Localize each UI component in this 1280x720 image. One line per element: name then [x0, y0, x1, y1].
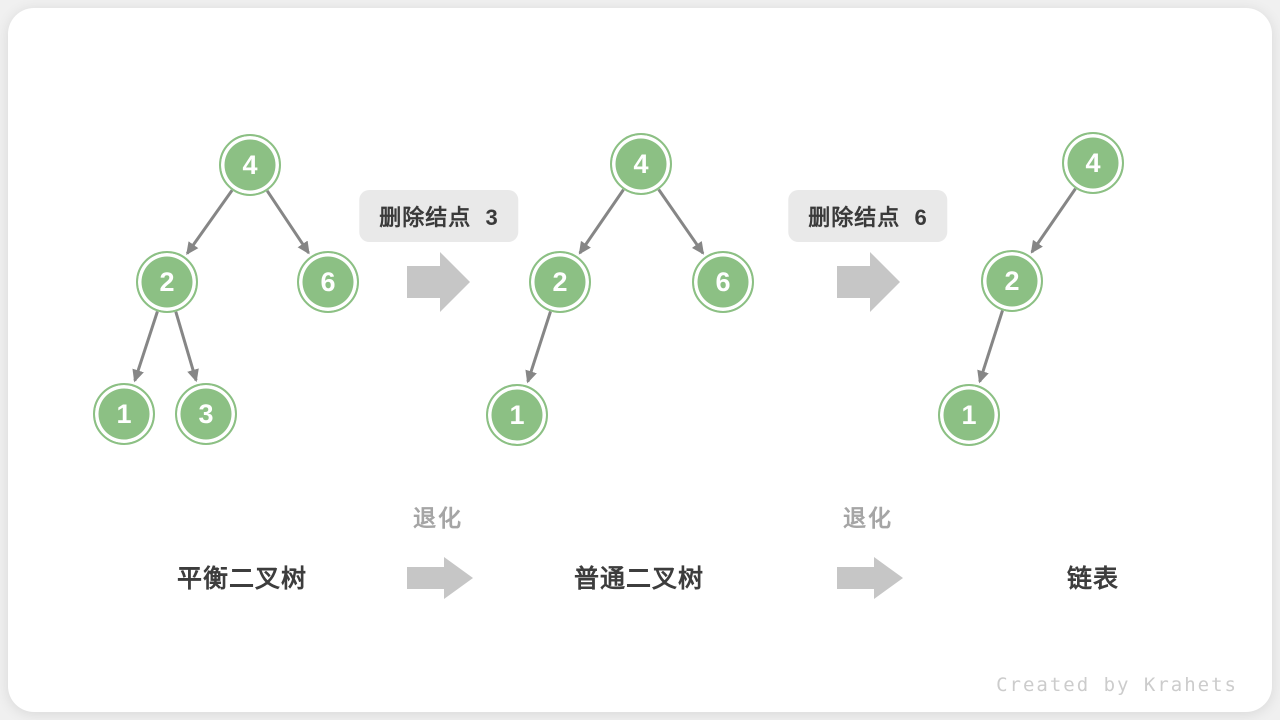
tree3-name-label: 链表 [1066, 565, 1120, 593]
tree3-node: 1 [938, 384, 1000, 446]
right-arrow-icon [837, 252, 900, 312]
tree1-name-label: 平衡二叉树 [176, 565, 308, 593]
right-arrow-icon [407, 252, 470, 312]
node-value: 2 [1004, 265, 1020, 296]
tree1-node: 2 [136, 251, 198, 313]
degrade-label: 退化 [413, 505, 463, 531]
tree3-node: 4 [1062, 132, 1124, 194]
tree1-node: 3 [175, 383, 237, 445]
step-label-delete-node-6: 删除结点 6 [788, 190, 948, 242]
tree1-node: 6 [297, 251, 359, 313]
node-value: 1 [116, 398, 132, 429]
tree2-node: 1 [486, 384, 548, 446]
tree3-node: 2 [981, 250, 1043, 312]
tree2-node: 2 [529, 251, 591, 313]
node-value: 6 [320, 266, 336, 297]
node-value: 6 [715, 266, 731, 297]
node-value: 1 [509, 399, 525, 430]
tree1-node: 1 [93, 383, 155, 445]
node-value: 2 [552, 266, 568, 297]
degrade-label: 退化 [843, 505, 893, 531]
tree1-node: 4 [219, 134, 281, 196]
right-arrow-icon [837, 557, 903, 599]
node-value: 3 [198, 398, 214, 429]
credit-text: Created by Krahets [996, 674, 1238, 696]
node-value: 1 [961, 399, 977, 430]
node-value: 4 [242, 149, 258, 180]
tree2-node: 4 [610, 133, 672, 195]
tree2-name-label: 普通二叉树 [573, 565, 705, 593]
tree2-node: 6 [692, 251, 754, 313]
step-label-delete-node-3: 删除结点 3 [359, 190, 519, 242]
node-value: 4 [633, 148, 649, 179]
node-value: 4 [1085, 147, 1101, 178]
right-arrow-icon [407, 557, 473, 599]
node-value: 2 [159, 266, 175, 297]
diagram-card [8, 8, 1272, 712]
